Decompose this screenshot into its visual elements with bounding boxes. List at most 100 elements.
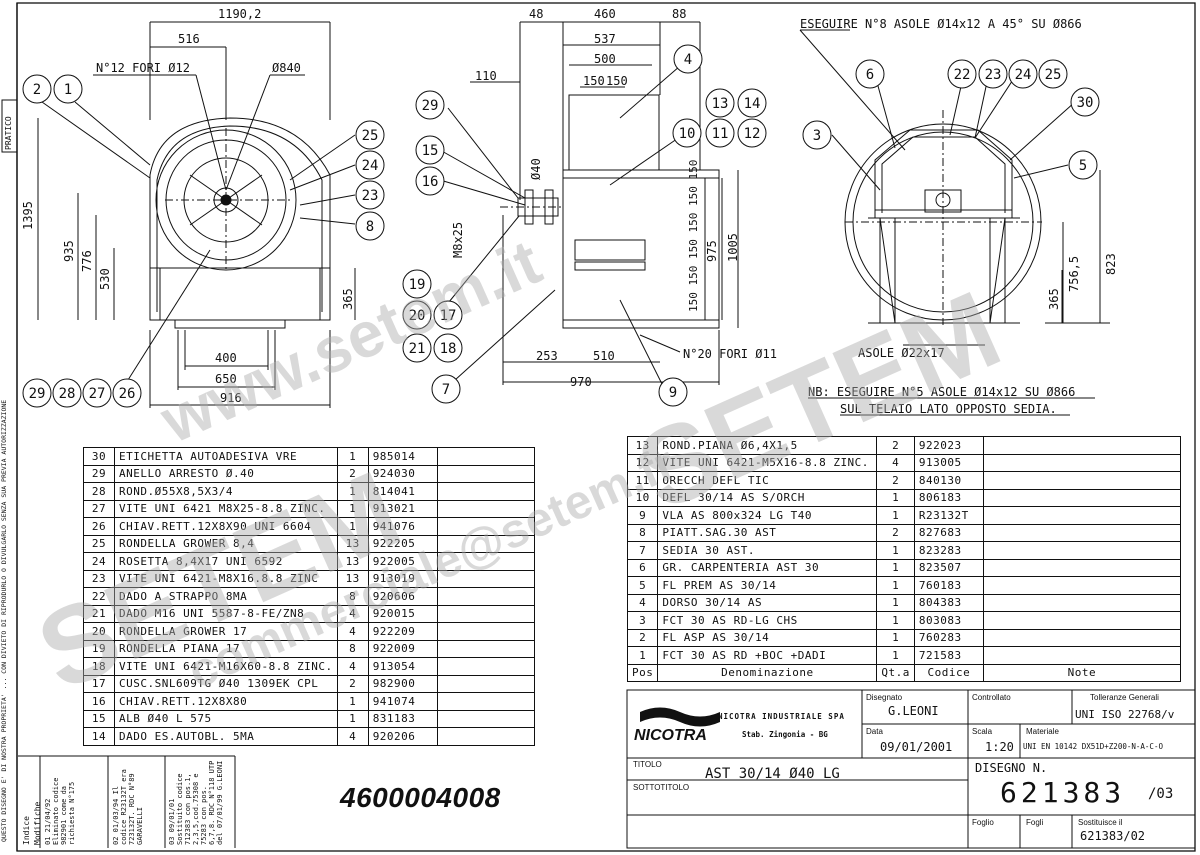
bom-pos: 1 [626,646,659,665]
dim-510: 510 [593,349,615,363]
bom-pos: 30 [83,447,115,466]
bom-notes [436,674,535,693]
balloon-circle-22 [947,59,977,89]
bom-desc: VITE UNI 6421-M16X60-8.8 ZINC. [114,657,338,676]
dim-516: 516 [178,32,200,46]
controllato-label: Controllato [972,693,1011,702]
materiale-value: UNI EN 10142 DX51D+Z200-N-A-C-O [1023,742,1163,751]
balloon-label-22: 22 [954,67,971,83]
bom-qty: 1 [876,541,915,560]
balloon-label-12: 12 [744,126,761,142]
revision-02: 02 01/03/94 Il codice R23132T era 723132… [112,769,144,845]
bom-pos: 18 [83,657,115,676]
bom-qty: 1 [876,576,915,595]
pratico-box [1,99,18,153]
dim-650: 650 [215,372,237,386]
bom-pos: 17 [83,674,115,693]
bom-pos: 16 [83,692,115,711]
dim-823: 823 [1104,253,1118,275]
bom-notes [436,552,535,571]
bom-code: 922005 [367,552,438,571]
balloon-label-25: 25 [362,128,379,144]
bom-notes [436,657,535,676]
bom-desc: DADO ES.AUTOBL. 5MA [114,727,338,746]
bom-desc: RONDELLA PIANA 17 [114,639,338,658]
dim-365-rear: 365 [1047,288,1061,310]
balloon-circle-20 [402,300,432,330]
bom-qty: 1 [876,488,915,507]
balloon-circle-12 [737,118,767,148]
bom-qty: 13 [336,552,369,571]
bom-pos: 26 [83,517,115,536]
bom-code: 760283 [913,628,984,647]
balloon-label-30: 30 [1077,95,1094,111]
balloon-label-24: 24 [1015,67,1032,83]
bom-notes [436,534,535,553]
balloon-circle-30 [1070,87,1100,117]
bom-desc: FCT 30 AS RD-LG CHS [657,611,878,630]
balloon-label-28: 28 [59,386,76,402]
dim-1005: 1005 [726,233,740,262]
data-label: Data [866,727,883,736]
bom-desc: DEFL 30/14 AS S/ORCH [657,488,878,507]
dim-460: 460 [594,7,616,21]
balloon-circle-16 [415,166,445,196]
bom-header-notes: Note [982,663,1181,682]
note-asole8: ESEGUIRE N°8 ASOLE Ø14x12 A 45° SU Ø866 [800,17,1082,31]
foglio-label: Foglio [972,818,994,827]
bom-pos: 7 [626,541,659,560]
bom-desc: CUSC.SNL609TG Ø40 1309EK CPL [114,674,338,693]
bom-code: 920015 [367,604,438,623]
bom-pos: 13 [626,436,659,455]
article-code: 4600004008 [340,782,501,813]
bom-qty: 1 [336,709,369,728]
bom-code: 806183 [913,488,984,507]
bom-notes [982,611,1181,630]
bom-code: 922023 [913,436,984,455]
bom-qty: 1 [876,593,915,612]
balloon-circle-10 [672,118,702,148]
dim-1395: 1395 [21,201,35,230]
bom-qty: 4 [336,622,369,641]
bom-code: 913054 [367,657,438,676]
bom-desc: DORSO 30/14 AS [657,593,878,612]
bom-notes [436,517,535,536]
bom-notes [436,692,535,711]
bom-desc: VLA AS 800x324 LG T40 [657,506,878,525]
dim-400: 400 [215,351,237,365]
bom-desc: VITE UNI 6421-M5X16-8.8 ZINC. [657,453,878,472]
balloon-label-13: 13 [712,96,729,112]
balloon-label-6: 6 [866,67,874,83]
revision-number: /03 [1148,786,1174,802]
balloon-circle-6 [855,59,885,89]
bom-code: 985014 [367,447,438,466]
note-phi840: Ø840 [272,61,301,75]
bom-pos: 15 [83,709,115,728]
balloon-label-14: 14 [744,96,761,112]
bom-qty: 13 [336,534,369,553]
bom-desc: RONDELLA GROWER 8,4 [114,534,338,553]
balloon-label-5: 5 [1079,158,1087,174]
revision-03: 03 09/01/01 Sostituito codice 712383 con… [168,760,224,845]
balloon-label-27: 27 [89,386,106,402]
plant-name: Stab. Zingonia - BG [742,730,828,739]
bom-pos: 3 [626,611,659,630]
bom-desc: CHIAV.RETT.12X8X80 [114,692,338,711]
balloon-circle-8 [355,211,385,241]
bom-notes [436,604,535,623]
balloon-label-3: 3 [813,128,821,144]
